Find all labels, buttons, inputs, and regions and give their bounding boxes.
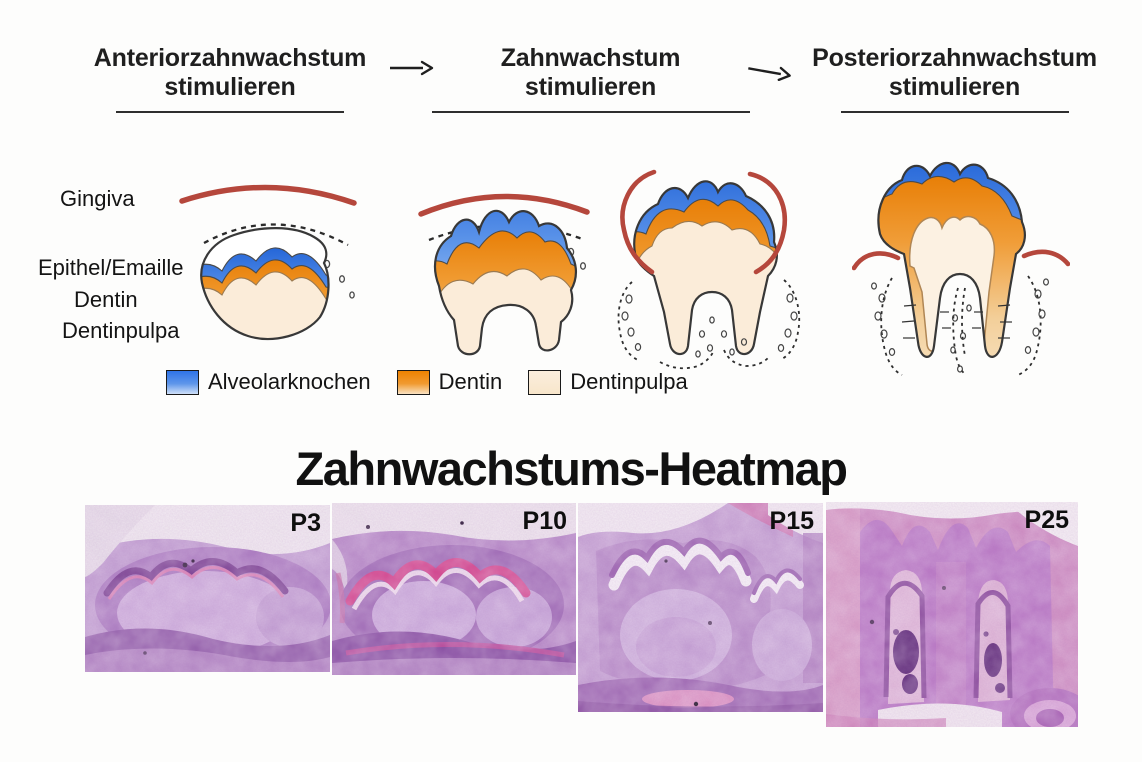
legend-swatch-orange [396,369,430,395]
panel-label-p10: P10 [522,507,567,535]
tooth-stage2-bell-illustration [418,193,590,356]
legend-swatch-blue [166,369,199,395]
tooth-stage1-cap-illustration [179,184,357,340]
panel-label-p15: P15 [769,507,814,535]
title-underline [116,111,344,113]
title-underline [840,111,1069,113]
legend-item-dentinpulpa: Dentinpulpa [528,369,688,395]
panel-label-p3: P3 [290,509,321,537]
histology-image-p25 [826,502,1078,727]
histology-image-p10 [332,503,576,675]
legend: Alveolarknochen Dentin Dentinpulpa [166,369,688,395]
label-dentin: Dentin [74,287,138,312]
histology-panel-p25: P25 [826,502,1078,727]
label-dentinpulpa: Dentinpulpa [62,318,180,343]
legend-label: Alveolarknochen [208,369,371,394]
legend-item-alveolarknochen: Alveolarknochen [166,369,371,395]
arrow-right-icon [390,60,434,76]
label-gingiva: Gingiva [60,186,135,211]
histology-panel-p3: P3 [85,505,330,672]
stage-title-middle-line2: stimulieren [524,73,657,101]
tooth-stage4-erupted-illustration [852,161,1070,376]
legend-label: Dentin [438,369,503,394]
title-underline [431,111,750,113]
tooth-stage3-root-formation-illustration [617,169,801,370]
legend-item-dentin: Dentin [396,369,503,395]
stage-title-posterior: Posteriorzahnwachstum stimulieren [772,44,1137,113]
arrow-right-icon [748,66,791,82]
stage-title-posterior-line1: Posteriorzahnwachstum [812,44,1097,72]
histology-image-p3 [85,505,330,672]
stage-title-anterior-line1: Anteriorzahnwachstum [93,44,367,72]
stage-title-middle-line1: Zahnwachstum [500,44,681,72]
legend-label: Dentinpulpa [570,369,688,394]
stage-title-middle: Zahnwachstum stimulieren [418,44,763,113]
histology-image-p15 [578,503,823,712]
histology-panel-p15: P15 [578,503,823,712]
stage-title-anterior: Anteriorzahnwachstum stimulieren [55,44,405,113]
stage-title-posterior-line2: stimulieren [888,73,1021,101]
stage-title-anterior-line2: stimulieren [164,73,296,101]
histology-panel-p10: P10 [332,503,576,675]
panel-label-p25: P25 [1024,506,1069,534]
label-epithel-emaille: Epithel/Emaille [38,255,184,280]
legend-swatch-cream [528,369,562,395]
heatmap-section-title: Zahnwachstums-Heatmap [295,442,848,495]
